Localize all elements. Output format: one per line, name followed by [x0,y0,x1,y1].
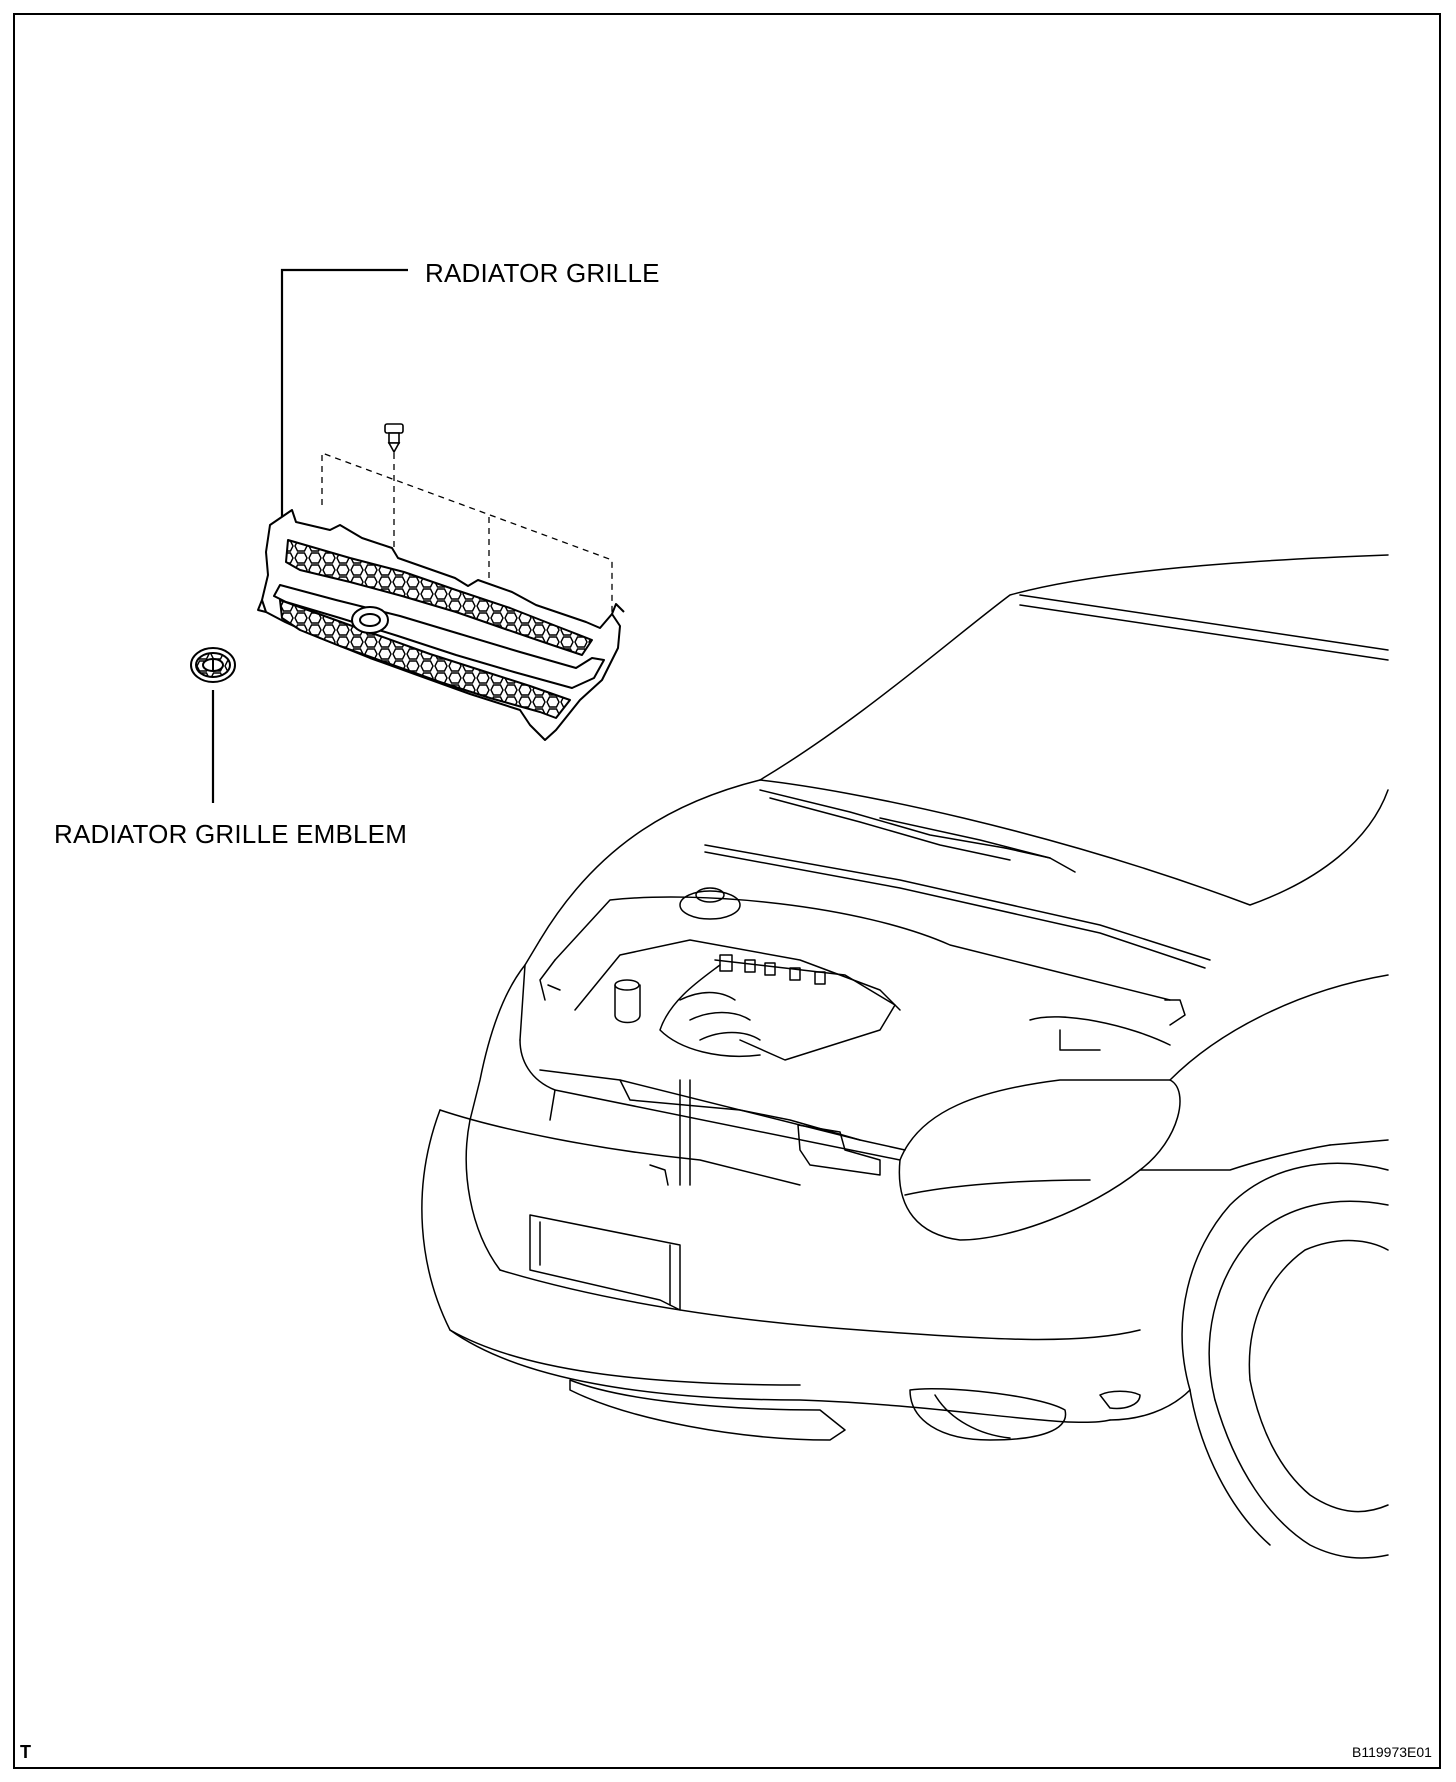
figure-id: B119973E01 [1352,1744,1432,1760]
radiator-grille-emblem-label: RADIATOR GRILLE EMBLEM [54,819,408,849]
corner-mark: T [20,1742,31,1762]
radiator-grille-emblem-part [190,647,236,683]
vehicle-front-drawing [421,554,1389,1559]
install-dashed-lines [321,452,613,612]
radiator-grille-leader [280,268,408,520]
diagram-frame [13,13,1441,1769]
radiator-grille-label: RADIATOR GRILLE [425,258,660,288]
leader-lines [211,268,408,803]
clip-part [384,423,404,454]
radiator-grille-part [257,509,625,741]
